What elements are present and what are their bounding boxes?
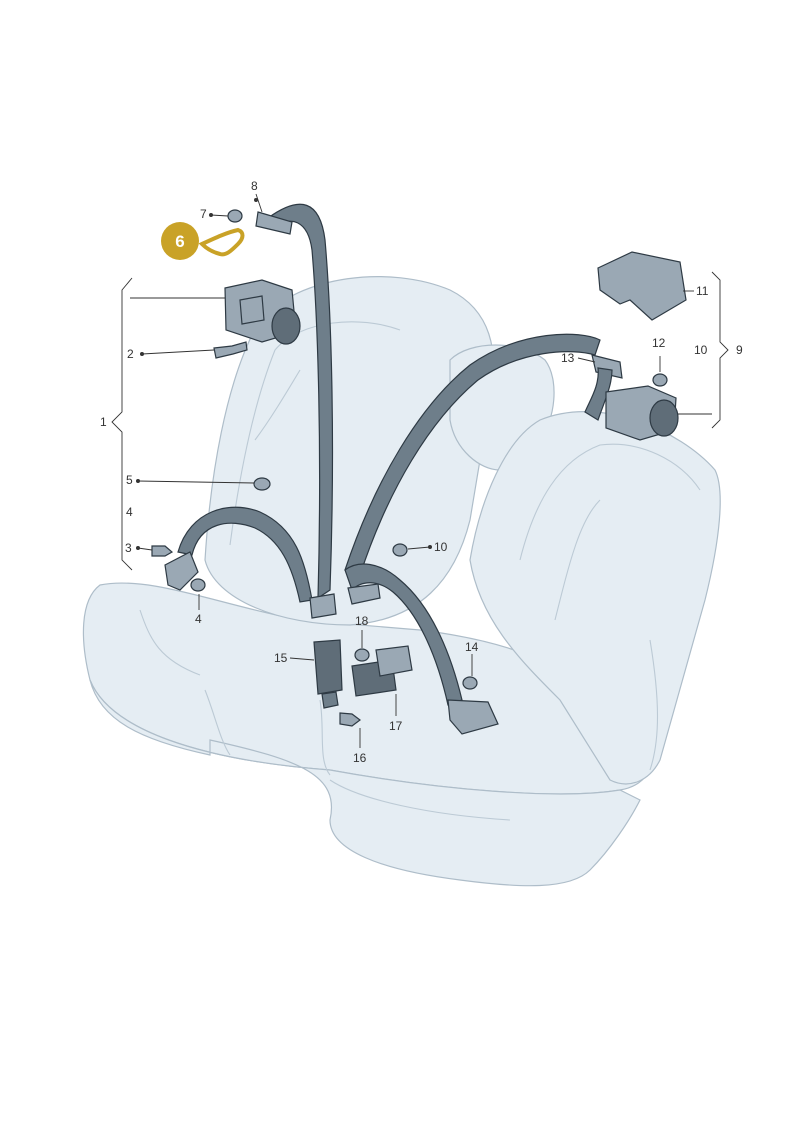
callout-10-right: 10 bbox=[694, 343, 708, 357]
callout-9: 9 bbox=[736, 343, 743, 357]
callout-4-bottom: 4 bbox=[195, 612, 202, 626]
right-backrest bbox=[469, 411, 721, 785]
nut-7 bbox=[227, 209, 243, 223]
hardware bbox=[151, 209, 668, 727]
callout-18: 18 bbox=[355, 614, 369, 628]
highlighted-bracket-6 bbox=[198, 227, 245, 257]
leaders bbox=[130, 193, 712, 748]
left-belt-assembly bbox=[164, 203, 337, 619]
callout-2: 2 bbox=[127, 347, 134, 361]
left-anchor-plate bbox=[164, 551, 199, 591]
callout-4-left: 4 bbox=[126, 505, 133, 519]
bolt-16 bbox=[339, 712, 361, 727]
callout-15: 15 bbox=[274, 651, 288, 665]
right-retractor bbox=[584, 367, 679, 441]
bolt-3 bbox=[151, 545, 174, 557]
retractor-cover bbox=[597, 251, 687, 321]
callout-10-center: 10 bbox=[434, 540, 448, 554]
spacer-10 bbox=[392, 543, 408, 557]
nut-14 bbox=[462, 676, 478, 690]
callout-7: 7 bbox=[200, 207, 207, 221]
callout-6-badge bbox=[161, 222, 199, 260]
callout-8: 8 bbox=[251, 179, 258, 193]
callout-3: 3 bbox=[125, 541, 132, 555]
seat-cushion-front bbox=[89, 679, 641, 887]
left-shoulder-belt bbox=[267, 203, 334, 600]
callout-11: 11 bbox=[696, 284, 709, 298]
callout-16: 16 bbox=[353, 751, 367, 765]
right-anchor-plate bbox=[447, 699, 499, 735]
double-buckle bbox=[351, 645, 413, 697]
spacer-4 bbox=[190, 578, 206, 592]
left-belt-tongue bbox=[309, 593, 337, 619]
callout-1: 1 bbox=[100, 415, 107, 429]
nut-12 bbox=[652, 373, 668, 387]
nut-18 bbox=[354, 648, 370, 662]
left-retractor bbox=[224, 279, 301, 345]
spacer-5 bbox=[253, 477, 271, 491]
callout-5: 5 bbox=[126, 473, 133, 487]
right-belt-tongue bbox=[347, 583, 381, 605]
bracket-1 bbox=[111, 277, 133, 571]
callout-13: 13 bbox=[561, 351, 575, 365]
bracket-9 bbox=[711, 271, 729, 429]
callout-17: 17 bbox=[389, 719, 403, 733]
callout-14: 14 bbox=[465, 640, 479, 654]
callout-6: 6 bbox=[175, 232, 184, 251]
top-guide bbox=[255, 211, 293, 235]
bolt-2 bbox=[213, 341, 248, 359]
rear-seat bbox=[82, 276, 721, 887]
callout-labels: 1 2 3 4 4 5 7 8 9 10 10 11 12 13 14 15 1… bbox=[100, 179, 743, 765]
callout-12: 12 bbox=[652, 336, 666, 350]
right-belt-assembly bbox=[344, 333, 679, 735]
center-buckle bbox=[313, 639, 343, 709]
